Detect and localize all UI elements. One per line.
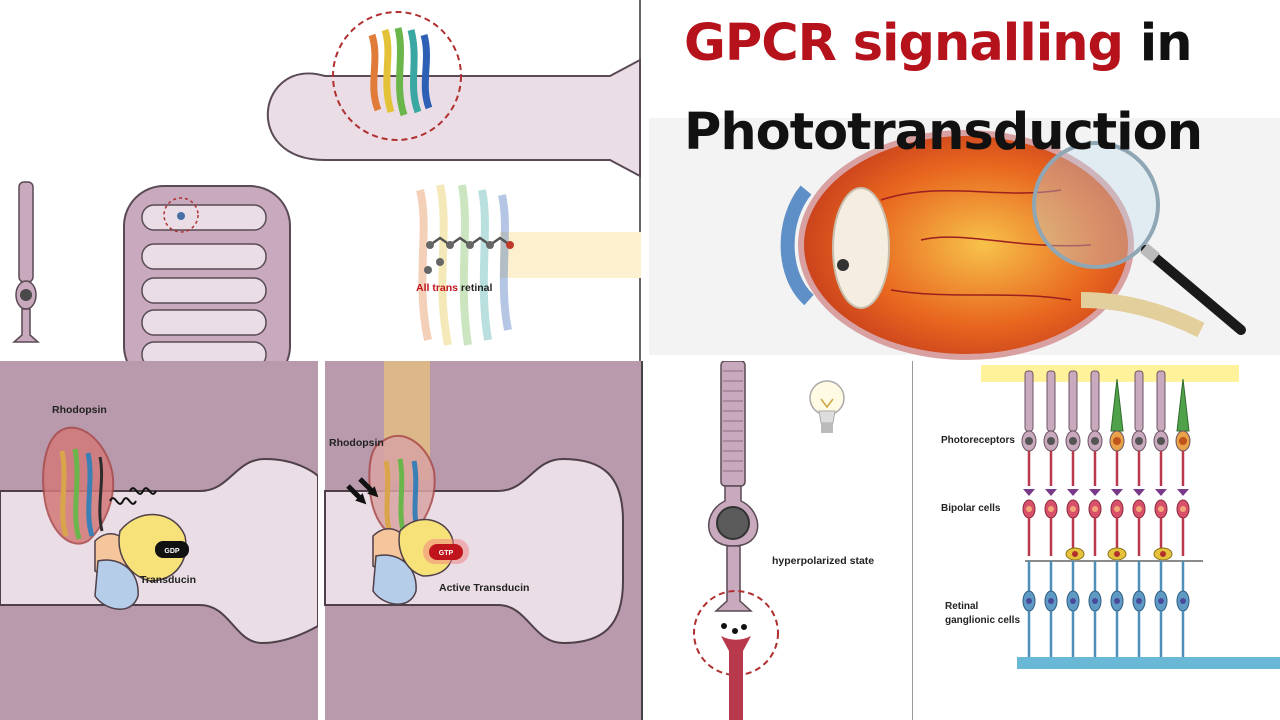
retina-layers-diagram: Photoreceptors Bipolar cells Retinal gan… — [913, 361, 1280, 720]
disc-stack-icon — [123, 185, 291, 361]
photoreceptor-layer — [1021, 370, 1191, 486]
top-left-panel: All trans retinal — [0, 0, 641, 361]
optic-fiber-layer — [1017, 657, 1280, 669]
horizontal-cell — [1153, 547, 1173, 561]
light-beam — [500, 232, 641, 278]
rhodopsin-inactive-panel: GDP Rhodopsin Transducin — [0, 361, 318, 720]
rhodopsin-label: Rhodopsin — [52, 404, 107, 416]
ganglion-cell — [1176, 561, 1190, 657]
rod-nucleus — [716, 506, 750, 540]
rod-cell-diagram: hyperpolarized state — [641, 361, 913, 720]
rod-cell — [1065, 370, 1081, 486]
ganglion-layer — [1022, 561, 1190, 657]
bipolar-cell — [1088, 489, 1102, 556]
gtp-badge — [429, 544, 463, 560]
activation-arrow-icon — [346, 477, 379, 505]
rod-cell — [1153, 370, 1169, 486]
transducin-label: Transducin — [140, 574, 196, 586]
bipolar-cells-label: Bipolar cells — [941, 503, 1001, 514]
hyperpolarized-state-label: hyperpolarized state — [772, 555, 874, 567]
rod-outer-segment — [720, 361, 746, 487]
retinal-structure-icon — [416, 184, 512, 346]
active-transducin-label: Active Transducin — [439, 582, 529, 594]
rod-axon — [714, 545, 753, 612]
rod-cell — [1043, 370, 1059, 486]
magnifier-icon — [1032, 141, 1246, 335]
rod-cell-icon — [12, 181, 40, 343]
rod-cell — [1021, 370, 1037, 486]
disc-membrane-shape — [266, 58, 641, 178]
bipolar-cell — [1176, 489, 1190, 556]
eye-illustration — [641, 0, 1280, 361]
light-band — [981, 365, 1239, 382]
rod-cell — [1087, 370, 1103, 486]
active-rhodopsin-diagram: GTP Rhodopsin Active Transducin — [318, 361, 641, 720]
title-panel: GPCR signalling in Phototransduction — [641, 0, 1280, 361]
cone-cell — [1109, 378, 1125, 486]
ganglion-cell — [1088, 561, 1102, 657]
bipolar-cell — [1132, 489, 1146, 556]
vesicles-icon — [721, 623, 747, 634]
horizontal-cell — [1065, 547, 1085, 561]
bipolar-cell — [1044, 489, 1058, 556]
gdp-badge — [155, 541, 189, 558]
photoreceptors-label: Photoreceptors — [941, 435, 1015, 446]
all-trans-label: All trans retinal — [416, 282, 493, 294]
inactive-rhodopsin-diagram: GDP Rhodopsin Transducin — [0, 361, 318, 720]
retina-layers-panel: Photoreceptors Bipolar cells Retinal gan… — [913, 361, 1280, 720]
rhodopsin-active-panel: GTP Rhodopsin Active Transducin — [318, 361, 641, 720]
retinal-molecule-icon — [424, 236, 514, 274]
ganglion-cell — [1044, 561, 1058, 657]
light-bulb-icon — [809, 380, 845, 433]
bipolar-cell — [1022, 489, 1036, 556]
ganglion-cell — [1110, 561, 1124, 657]
bipolar-layer — [1022, 489, 1203, 562]
title-line-1: GPCR signalling in — [684, 14, 1193, 73]
rhodopsin-label: Rhodopsin — [329, 437, 384, 449]
rod-cell — [1131, 370, 1147, 486]
cone-cell — [1175, 378, 1191, 486]
ganglion-cell — [1154, 561, 1168, 657]
retinal-label: Retinal — [945, 601, 979, 612]
ganglion-cell — [1066, 561, 1080, 657]
ganglionic-cells-label: ganglionic cells — [945, 615, 1020, 626]
rod-cell-panel: hyperpolarized state — [641, 361, 913, 720]
title-line-2: Phototransduction — [684, 103, 1203, 162]
zoom-circle — [332, 11, 462, 141]
transducin-complex-icon — [94, 514, 187, 610]
horizontal-cell — [1107, 547, 1127, 561]
rod-outer-segment-diagram: All trans retinal — [0, 0, 641, 361]
bipolar-dendrite — [721, 636, 751, 720]
gdp-badge-text: GDP — [164, 548, 180, 555]
ganglion-cell — [1022, 561, 1036, 657]
gtp-badge-text: GTP — [439, 550, 454, 557]
rhodopsin-structure-icon — [368, 27, 433, 117]
ganglion-cell — [1132, 561, 1146, 657]
